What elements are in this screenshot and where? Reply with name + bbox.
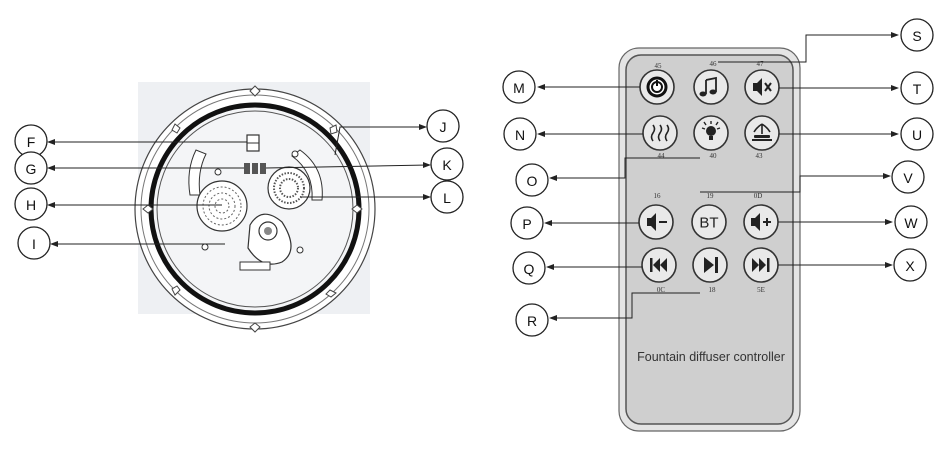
previous-track-icon bbox=[650, 258, 667, 272]
screw-hole bbox=[201, 243, 209, 251]
callout-j: J bbox=[426, 109, 460, 143]
callout-k: K bbox=[430, 147, 464, 181]
callout-q-label: Q bbox=[524, 261, 535, 277]
callout-u-label: U bbox=[912, 127, 922, 143]
code-vol-up: 0D bbox=[754, 192, 763, 200]
callout-n: N bbox=[503, 117, 537, 151]
switch-3 bbox=[260, 163, 266, 174]
callout-v: V bbox=[891, 160, 925, 194]
speaker-mute-icon bbox=[753, 78, 772, 96]
code-play: 18 bbox=[709, 286, 717, 294]
music-note-icon bbox=[699, 76, 717, 97]
speaker-grille bbox=[196, 180, 248, 232]
code-light: 40 bbox=[710, 152, 718, 160]
remote-caption: Fountain diffuser controller bbox=[637, 350, 785, 364]
power-icon bbox=[646, 76, 668, 98]
callout-o-label: O bbox=[527, 173, 538, 189]
callout-o: O bbox=[515, 163, 549, 197]
code-music: 46 bbox=[710, 60, 718, 68]
callout-g-label: G bbox=[26, 161, 37, 177]
fountain-button[interactable] bbox=[744, 115, 780, 151]
code-vol-down: 16 bbox=[654, 192, 662, 200]
callout-i-label: I bbox=[32, 236, 36, 252]
volume-up-icon bbox=[751, 213, 771, 231]
mist-icon bbox=[650, 124, 670, 142]
rim-tabs bbox=[142, 85, 363, 333]
callout-l: L bbox=[430, 180, 464, 214]
right-leaders bbox=[537, 32, 899, 321]
code-mist: 44 bbox=[658, 152, 666, 160]
callout-p-label: P bbox=[522, 216, 531, 232]
previous-button[interactable] bbox=[641, 247, 677, 283]
volume-down-icon bbox=[647, 213, 667, 231]
bt-button[interactable]: BT bbox=[691, 204, 727, 240]
code-bt: 19 bbox=[707, 192, 715, 200]
callout-t-label: T bbox=[913, 81, 922, 97]
callout-h-label: H bbox=[26, 197, 36, 213]
callout-u: U bbox=[900, 117, 934, 151]
callout-i: I bbox=[17, 226, 51, 260]
light-bulb-icon bbox=[701, 121, 721, 140]
next-track-icon bbox=[752, 258, 770, 272]
mute-button[interactable] bbox=[744, 69, 780, 105]
callout-w-label: W bbox=[904, 215, 918, 231]
callout-k-label: K bbox=[442, 157, 452, 173]
callout-x-label: X bbox=[905, 258, 915, 274]
callout-x: X bbox=[893, 248, 927, 282]
callout-j-label: J bbox=[440, 119, 447, 135]
button-codes: 45 46 47 44 40 43 16 19 0D 0C 18 5E bbox=[654, 60, 765, 294]
right-bracket bbox=[291, 149, 323, 201]
callout-q: Q bbox=[512, 251, 546, 285]
callout-r: R bbox=[515, 303, 549, 337]
code-mute: 47 bbox=[757, 60, 765, 68]
code-next: 5E bbox=[757, 286, 765, 294]
callout-g: G bbox=[14, 151, 48, 185]
callout-s: S bbox=[900, 18, 934, 52]
callout-m-label: M bbox=[513, 80, 525, 96]
fountain-icon bbox=[752, 123, 772, 141]
callout-f-label: F bbox=[27, 134, 36, 150]
volume-down-button[interactable] bbox=[638, 204, 674, 240]
screw-hole bbox=[214, 168, 222, 176]
bt-button-label: BT bbox=[699, 215, 718, 232]
code-prev: 0C bbox=[657, 286, 666, 294]
light-button[interactable] bbox=[693, 115, 729, 151]
callout-w: W bbox=[894, 205, 928, 239]
callout-l-label: L bbox=[443, 190, 451, 206]
callout-n-label: N bbox=[515, 127, 525, 143]
screw-hole bbox=[291, 150, 299, 158]
volume-up-button[interactable] bbox=[743, 204, 779, 240]
code-fountain: 43 bbox=[756, 152, 764, 160]
left-leaders bbox=[47, 124, 431, 247]
screw-hole bbox=[296, 246, 304, 254]
switch-2 bbox=[252, 163, 258, 174]
bottom-slot bbox=[239, 261, 271, 271]
device-bottom-view bbox=[134, 82, 376, 333]
callout-p: P bbox=[510, 206, 544, 240]
callout-m: M bbox=[502, 70, 536, 104]
next-button[interactable] bbox=[743, 247, 779, 283]
play-icon bbox=[704, 257, 718, 273]
callout-v-label: V bbox=[903, 170, 913, 186]
callout-s-label: S bbox=[912, 28, 921, 44]
music-button[interactable] bbox=[693, 69, 729, 105]
callout-r-label: R bbox=[527, 313, 537, 329]
callout-h: H bbox=[14, 187, 48, 221]
mist-button[interactable] bbox=[642, 115, 678, 151]
callout-t: T bbox=[900, 71, 934, 105]
play-button[interactable] bbox=[692, 247, 728, 283]
switch-1 bbox=[244, 163, 250, 174]
code-power: 45 bbox=[655, 62, 663, 70]
power-button[interactable] bbox=[639, 69, 675, 105]
